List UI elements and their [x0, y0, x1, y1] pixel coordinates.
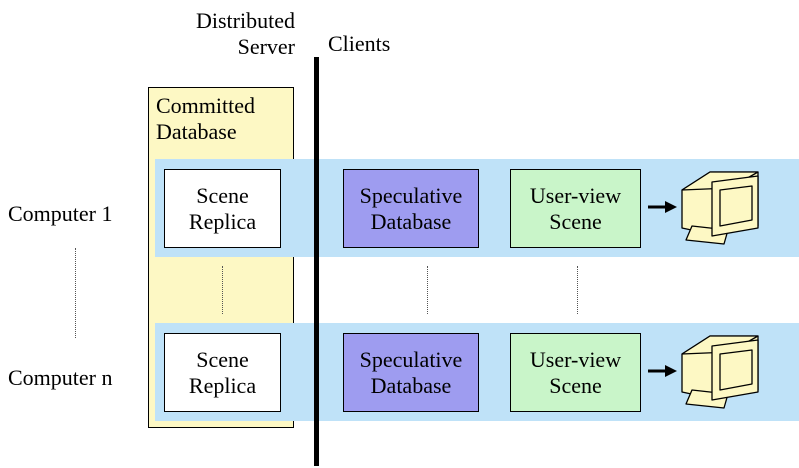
ellipsis-line-computers [75, 248, 76, 338]
monitor-icon [681, 171, 759, 245]
ellipsis-line-scene-replica [222, 266, 223, 314]
clients-divider-line [314, 57, 319, 466]
arrow-right-icon [648, 365, 677, 377]
ellipsis-line-user-view [577, 266, 578, 314]
computer-n-label: Computer n [8, 365, 113, 390]
monitor-icon [681, 335, 759, 409]
arrow-right-icon [648, 201, 677, 213]
computer-1-label: Computer 1 [8, 201, 113, 226]
ellipsis-line-speculative [427, 266, 428, 314]
distributed-server-label: Distributed Server [196, 8, 295, 59]
clients-label: Clients [328, 31, 391, 56]
committed-database-label: Committed Database [156, 93, 255, 144]
